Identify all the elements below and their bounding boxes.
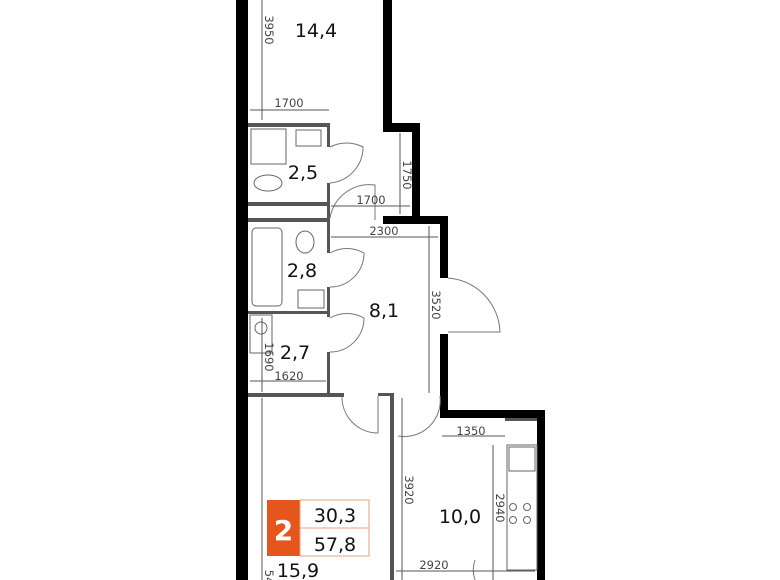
area-bathroom-1: 2,5 xyxy=(288,162,318,184)
sink-icon xyxy=(297,289,325,309)
area-room-bottom: 15,9 xyxy=(277,560,319,580)
sink-icon xyxy=(295,129,322,147)
stove-icon xyxy=(509,503,531,524)
badge-room-count: 2 xyxy=(274,514,293,547)
dim-2300: 2300 xyxy=(369,224,398,238)
bathtub-icon xyxy=(251,227,283,307)
area-kitchen: 10,0 xyxy=(439,506,481,528)
boiler-icon xyxy=(249,314,273,354)
area-storage: 2,7 xyxy=(280,342,310,364)
toilet-icon xyxy=(295,230,315,254)
exterior-walls xyxy=(236,0,545,580)
toilet-icon xyxy=(253,174,283,192)
area-bathroom-2: 2,8 xyxy=(287,260,317,282)
area-hallway: 8,1 xyxy=(369,300,399,322)
shower-icon xyxy=(250,128,287,165)
fixtures xyxy=(249,128,538,571)
dim-5400-partial: 54 xyxy=(262,570,276,580)
dim-1620: 1620 xyxy=(274,369,303,383)
dim-1350: 1350 xyxy=(456,424,485,438)
kitchen-counter xyxy=(506,444,538,571)
room-areas: 14,4 2,5 2,8 8,1 2,7 10,0 15,9 xyxy=(277,20,481,580)
interior-walls xyxy=(248,123,537,580)
badge-living-area: 30,3 xyxy=(314,505,356,527)
dim-3920: 3920 xyxy=(402,475,416,504)
apartment-badge: 2 30,3 57,8 xyxy=(267,499,370,557)
dim-2940: 2940 xyxy=(493,493,507,522)
dim-1690: 1690 xyxy=(262,342,276,371)
dim-2920: 2920 xyxy=(419,558,448,572)
dim-1700-b: 1700 xyxy=(356,193,385,207)
dimension-lines xyxy=(250,0,535,580)
kitchen-sink-icon xyxy=(508,446,536,472)
area-room-top: 14,4 xyxy=(295,20,337,42)
doors xyxy=(329,142,501,580)
dim-1700-a: 1700 xyxy=(274,96,303,110)
badge-total-area: 57,8 xyxy=(314,534,356,556)
dim-1750: 1750 xyxy=(400,160,414,189)
dim-3520: 3520 xyxy=(429,290,443,319)
dimension-labels: 3950 1700 1750 1700 2300 3520 1690 1620 … xyxy=(262,15,507,580)
dim-3950: 3950 xyxy=(262,15,276,44)
